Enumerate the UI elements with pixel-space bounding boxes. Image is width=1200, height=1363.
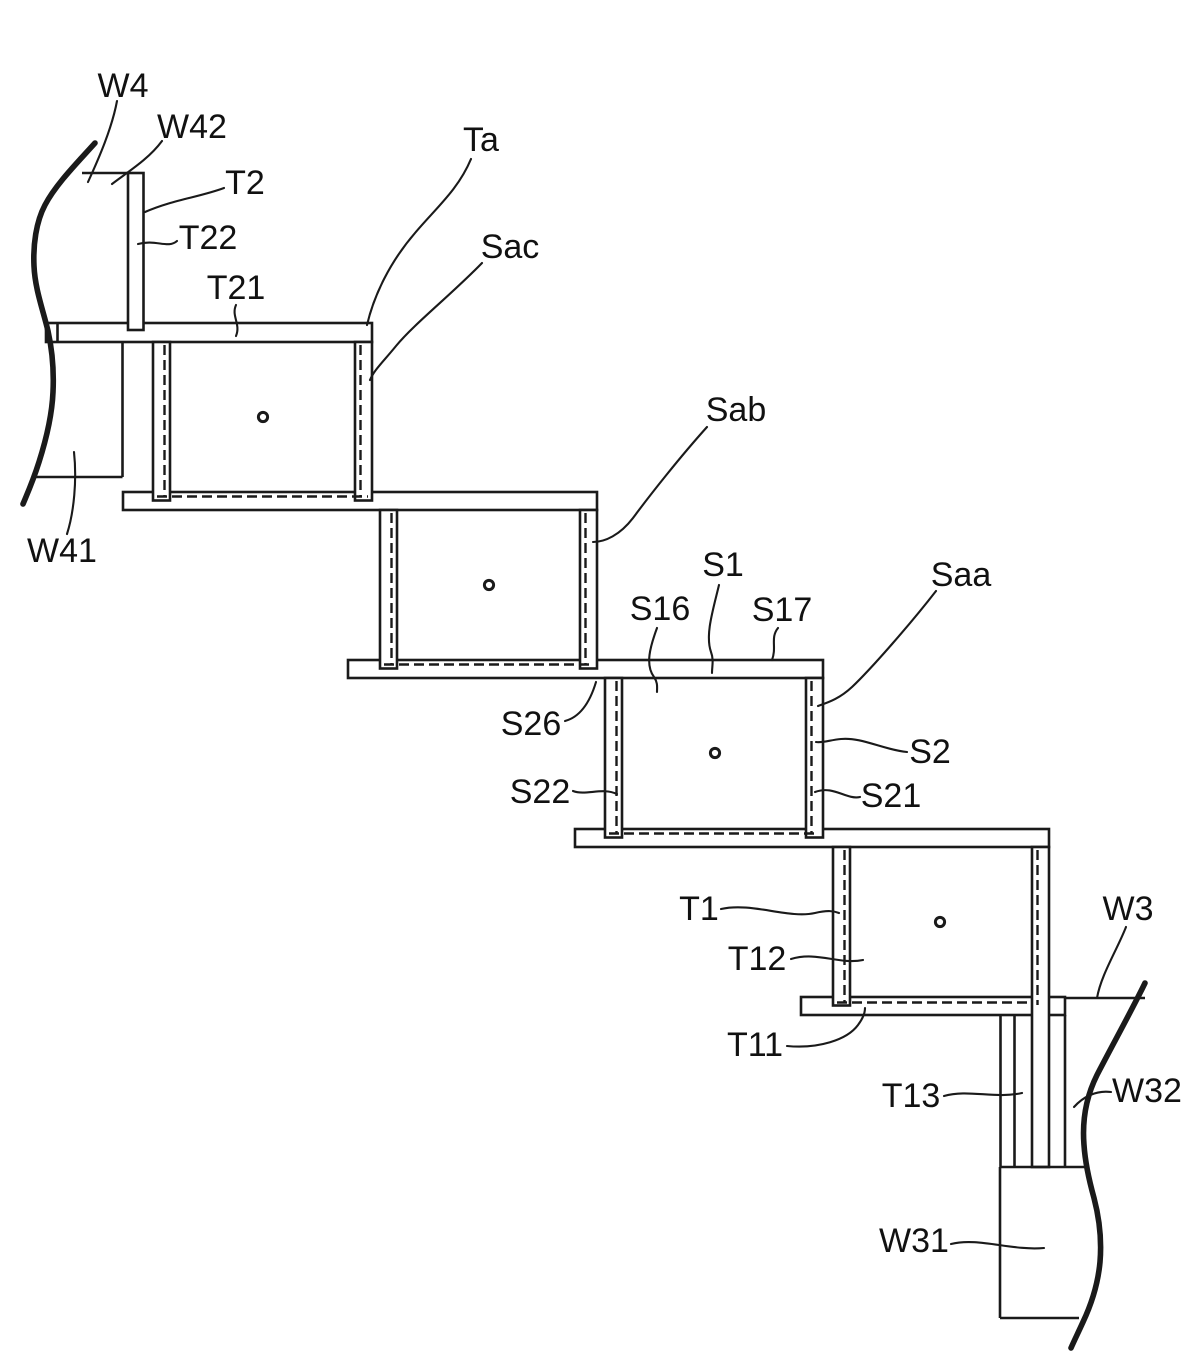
riser-box-Sab-right-bar bbox=[578, 508, 599, 670]
label-T22-leader bbox=[136, 239, 179, 246]
label-S21-text: S21 bbox=[861, 777, 922, 815]
riser-box-Saa-bolt-hole bbox=[708, 746, 722, 760]
label-Ta-leader bbox=[365, 157, 473, 327]
member-T2-bar bbox=[126, 171, 145, 332]
label-T12-leader bbox=[789, 955, 865, 963]
label-Sab-text: Sab bbox=[706, 391, 767, 429]
label-W41-text: W41 bbox=[27, 532, 97, 570]
riser-box-T1-right-bar bbox=[1030, 845, 1051, 1169]
label-S1-text: S1 bbox=[702, 546, 744, 584]
label-W32-text: W32 bbox=[1112, 1072, 1182, 1110]
label-S22-text: S22 bbox=[510, 773, 571, 811]
wall-w4-break-line bbox=[20, 140, 98, 507]
label-T13-leader bbox=[942, 1091, 1024, 1098]
riser-box-T1-left-bar bbox=[831, 845, 852, 1007]
label-T21-leader bbox=[233, 303, 239, 338]
label-S16-leader bbox=[648, 626, 659, 694]
riser-box-Saa-right-bar bbox=[804, 676, 825, 839]
label-Saa-leader bbox=[816, 589, 938, 708]
label-Sac-text: Sac bbox=[481, 228, 540, 266]
label-T12-text: T12 bbox=[728, 940, 787, 978]
label-S22-leader bbox=[571, 789, 619, 796]
label-W4-text: W4 bbox=[98, 67, 149, 105]
label-W41-leader bbox=[65, 450, 77, 536]
label-W42-text: W42 bbox=[157, 108, 227, 146]
riser-box-Sab-bolt-hole bbox=[482, 578, 496, 592]
label-S21-leader bbox=[813, 789, 862, 799]
label-Sac-leader bbox=[368, 261, 484, 382]
label-S1-leader bbox=[707, 583, 721, 675]
riser-box-T1-bolt-hole bbox=[933, 915, 947, 929]
riser-box-Sac-right-bar bbox=[353, 340, 374, 502]
riser-box-Sac-bolt-hole bbox=[256, 410, 270, 424]
label-S17-text: S17 bbox=[752, 591, 813, 629]
label-S2-leader bbox=[814, 737, 909, 754]
label-Sab-leader bbox=[591, 425, 709, 544]
label-T2-text: T2 bbox=[225, 164, 265, 202]
riser-box-Sab-left-bar bbox=[378, 508, 399, 670]
tread-T21 bbox=[44, 321, 374, 344]
label-T13-text: T13 bbox=[882, 1077, 941, 1115]
label-W3-leader bbox=[1095, 925, 1128, 1000]
label-S26-leader bbox=[563, 680, 598, 723]
label-W32-leader bbox=[1072, 1090, 1113, 1109]
label-Ta-text: Ta bbox=[463, 121, 499, 159]
label-T2-leader bbox=[143, 186, 226, 214]
label-W3-text: W3 bbox=[1103, 890, 1154, 928]
wall-w3-break-line bbox=[1068, 980, 1148, 1351]
label-W42-leader bbox=[110, 139, 164, 186]
label-T22-text: T22 bbox=[179, 219, 238, 257]
label-W4-leader bbox=[86, 99, 119, 184]
label-T1-text: T1 bbox=[679, 890, 719, 928]
riser-box-Saa-left-bar bbox=[603, 676, 624, 839]
label-S16-text: S16 bbox=[630, 590, 691, 628]
label-T21-text: T21 bbox=[207, 269, 266, 307]
label-T1-leader bbox=[719, 906, 841, 916]
label-S17-leader bbox=[770, 626, 780, 662]
label-T11-leader bbox=[785, 1006, 867, 1048]
label-W31-leader bbox=[949, 1240, 1046, 1250]
riser-box-Sac-left-bar bbox=[151, 340, 172, 502]
label-T11-text: T11 bbox=[727, 1026, 783, 1064]
label-W31-text: W31 bbox=[879, 1222, 949, 1260]
label-Saa-text: Saa bbox=[931, 556, 992, 594]
label-S2-text: S2 bbox=[909, 733, 951, 771]
label-S26-text: S26 bbox=[501, 705, 562, 743]
